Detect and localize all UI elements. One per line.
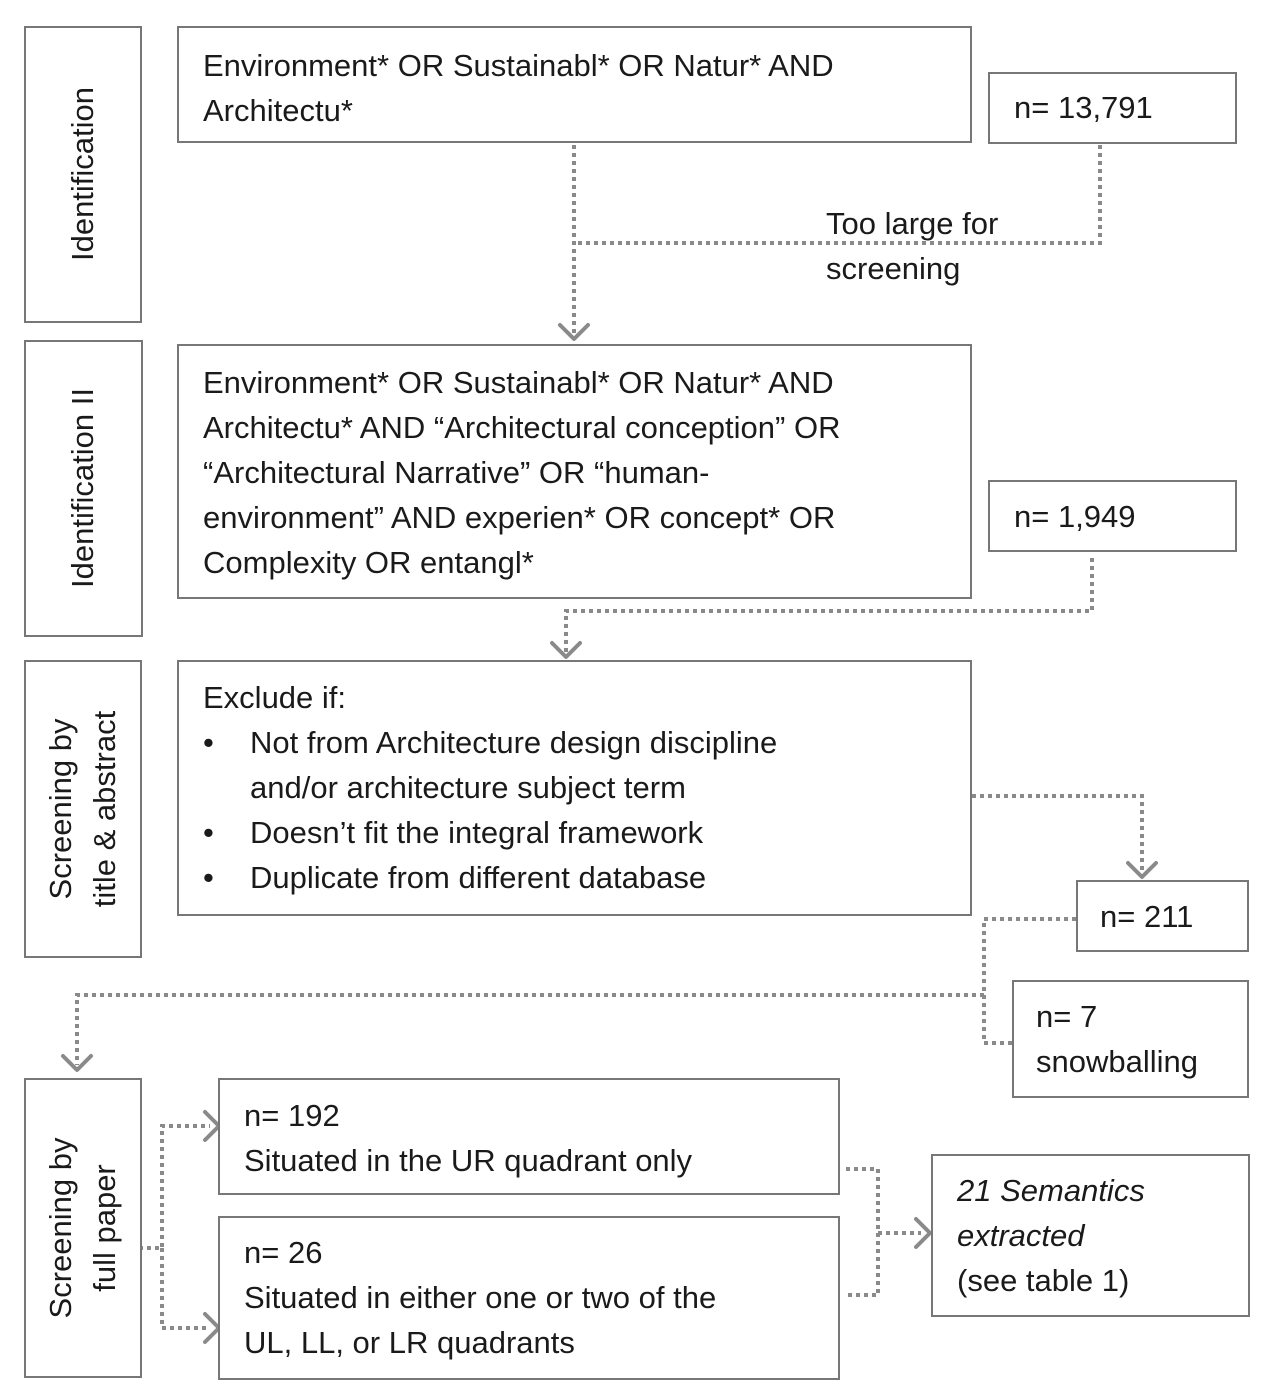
query2-line5: Complexity OR entangl*: [203, 545, 534, 580]
stage-screening-title-box: Screening by title & abstract: [24, 660, 142, 958]
stage-screening-title-line1: Screening by: [43, 718, 78, 900]
result-line2: extracted: [957, 1218, 1085, 1253]
arrowhead-down-icon: [558, 323, 590, 341]
too-large-note: Too large for screening: [826, 201, 998, 291]
exclude-item: • Doesn’t fit the integral framework: [203, 810, 943, 855]
stage-identification2-text: Identification II: [65, 388, 100, 588]
too-large-note-line2: screening: [826, 251, 961, 286]
connector-ur-to-result: [846, 1167, 880, 1297]
exclude-box: Exclude if: • Not from Architecture desi…: [177, 660, 972, 916]
stage-identification-label: Identification: [61, 87, 105, 261]
other-quadrants-line1: n= 26: [244, 1235, 323, 1270]
connector-exclude-to-count3: [972, 794, 1144, 872]
ur-quadrant-box: n= 192 Situated in the UR quadrant only: [218, 1078, 840, 1195]
stage-screening-full-label: Screening by full paper: [39, 1138, 127, 1319]
stage-screening-full-line2: full paper: [87, 1164, 122, 1292]
connector-fullpaper-to-other: [160, 1248, 210, 1330]
query2-line4: environment” AND experien* OR concept* O…: [203, 500, 836, 535]
arrowhead-right-icon: [203, 1110, 221, 1142]
too-large-note-line1: Too large for: [826, 206, 999, 241]
count2-box: n= 1,949: [988, 480, 1237, 552]
stage-identification-box: Identification: [24, 26, 142, 323]
exclude-item: • Duplicate from different database: [203, 855, 943, 900]
count3-box: n= 211: [1076, 880, 1249, 952]
result-line1: 21 Semantics: [957, 1173, 1145, 1208]
arrowhead-right-icon: [203, 1312, 221, 1344]
snowball-line1: n= 7: [1036, 999, 1098, 1034]
arrowhead-down-icon: [1126, 861, 1158, 879]
stage-identification2-box: Identification II: [24, 340, 143, 637]
stage-screening-full-box: Screening by full paper: [24, 1078, 142, 1378]
query2-line2: Architectu* AND “Architectural conceptio…: [203, 410, 841, 445]
ur-quadrant-line2: Situated in the UR quadrant only: [244, 1143, 693, 1178]
query1-text: Environment* OR Sustainabl* OR Natur* AN…: [203, 43, 834, 133]
stage-identification-text: Identification: [65, 86, 100, 262]
count3-text: n= 211: [1100, 899, 1194, 934]
exclude-item-continuation: and/or architecture subject term: [203, 765, 943, 810]
snowball-text: n= 7 snowballing: [1036, 994, 1198, 1084]
connector-count1-to-note: [574, 145, 1102, 245]
result-text: 21 Semantics extracted (see table 1): [957, 1168, 1145, 1303]
bullet-icon: •: [203, 725, 214, 760]
other-quadrants-line3: UL, LL, or LR quadrants: [244, 1325, 575, 1360]
stage-screening-title-line2: title & abstract: [87, 710, 122, 908]
exclude-item-line1: Doesn’t fit the integral framework: [250, 815, 704, 850]
arrowhead-down-icon: [61, 1054, 93, 1072]
arrowhead-right-icon: [914, 1217, 932, 1249]
snowball-line2: snowballing: [1036, 1044, 1198, 1079]
result-box: 21 Semantics extracted (see table 1): [931, 1154, 1250, 1317]
query1-line1: Environment* OR Sustainabl* OR Natur* AN…: [203, 48, 834, 83]
ur-quadrant-text: n= 192 Situated in the UR quadrant only: [244, 1093, 692, 1183]
query2-box: Environment* OR Sustainabl* OR Natur* AN…: [177, 344, 972, 599]
other-quadrants-line2: Situated in either one or two of the: [244, 1280, 717, 1315]
query2-text: Environment* OR Sustainabl* OR Natur* AN…: [203, 360, 840, 585]
query2-line1: Environment* OR Sustainabl* OR Natur* AN…: [203, 365, 834, 400]
result-line3: (see table 1): [957, 1263, 1130, 1298]
exclude-item-line2: and/or architecture subject term: [250, 770, 686, 805]
query2-line3: “Architectural Narrative” OR “human-: [203, 455, 710, 490]
query1-box: Environment* OR Sustainabl* OR Natur* AN…: [177, 26, 972, 143]
exclude-item-line1: Not from Architecture design discipline: [250, 725, 778, 760]
exclude-heading: Exclude if:: [203, 680, 347, 715]
bullet-icon: •: [203, 860, 214, 895]
exclude-text: Exclude if: • Not from Architecture desi…: [203, 675, 943, 900]
connector-count3-to-fullpaper: [75, 917, 1076, 1065]
snowball-box: n= 7 snowballing: [1012, 980, 1249, 1098]
connector-snowball-to-fullpaper: [982, 995, 1012, 1045]
stage-identification2-label: Identification II: [61, 388, 105, 588]
connector-count2-to-screening: [564, 558, 1094, 652]
query1-line2: Architectu*: [203, 93, 353, 128]
count1-box: n= 13,791: [988, 72, 1237, 144]
count1-text: n= 13,791: [1014, 90, 1153, 125]
connector-fullpaper-to-ur: [139, 1124, 210, 1250]
stage-screening-full-line1: Screening by: [43, 1137, 78, 1319]
arrowhead-down-icon: [550, 641, 582, 659]
exclude-item: • Not from Architecture design disciplin…: [203, 720, 943, 765]
stage-screening-title-label: Screening by title & abstract: [39, 711, 127, 907]
other-quadrants-text: n= 26 Situated in either one or two of t…: [244, 1230, 716, 1365]
exclude-item-line1: Duplicate from different database: [250, 860, 707, 895]
other-quadrants-box: n= 26 Situated in either one or two of t…: [218, 1216, 840, 1380]
ur-quadrant-line1: n= 192: [244, 1098, 340, 1133]
bullet-icon: •: [203, 815, 214, 850]
count2-text: n= 1,949: [1014, 499, 1136, 534]
